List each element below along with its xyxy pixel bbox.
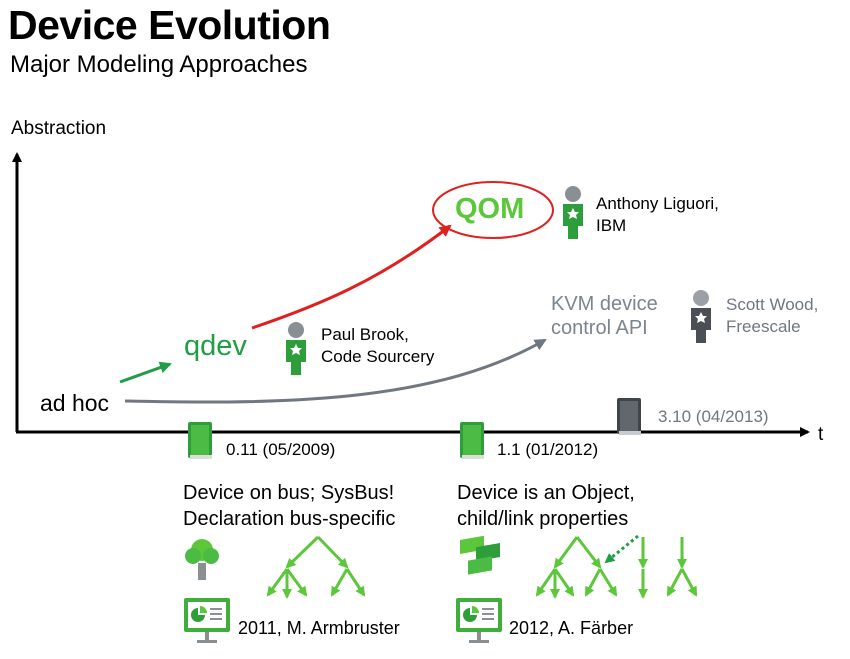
- tree-icon: [185, 539, 219, 580]
- objects-icon: [460, 535, 500, 575]
- node-kvm-line1: KVM device: [551, 293, 658, 315]
- qdev-feature-line2: Declaration bus-specific: [183, 508, 396, 530]
- node-qom: QOM: [455, 193, 525, 225]
- release-label-3-10: 3.10 (04/2013): [658, 407, 769, 426]
- person-icon-wood: [691, 290, 711, 343]
- page-title: Device Evolution: [8, 2, 331, 48]
- credit-qdev: 2011, M. Armbruster: [238, 618, 400, 638]
- qdev-hierarchy-arrows: [266, 535, 366, 599]
- arrow-adhoc-to-kvm: [124, 338, 547, 404]
- book-icon-release-0-11: [188, 422, 212, 459]
- node-kvm-device-api: KVM device control API: [551, 292, 658, 340]
- link-property-arrow: [604, 534, 639, 564]
- x-axis-label: t: [818, 424, 824, 445]
- qom-feature-line2: child/link properties: [457, 508, 629, 530]
- person-icon-liguori: [563, 186, 583, 239]
- person-liguori: Anthony Liguori, IBM: [596, 193, 719, 237]
- qdev-features: Device on bus; SysBus! Declaration bus-s…: [183, 480, 395, 532]
- qom-hierarchy-arrows: [535, 536, 698, 599]
- presentation-icon-qom: [456, 598, 502, 643]
- person-icon-brook: [286, 322, 306, 375]
- release-label-0-11: 0.11 (05/2009): [226, 440, 336, 459]
- person-liguori-name: Anthony Liguori,: [596, 194, 719, 213]
- release-label-1-1: 1.1 (01/2012): [497, 440, 599, 459]
- person-wood: Scott Wood, Freescale: [726, 294, 818, 338]
- arrow-qdev-to-qom: [251, 224, 452, 330]
- person-brook-name: Paul Brook,: [321, 325, 409, 344]
- page-subtitle: Major Modeling Approaches: [10, 51, 308, 78]
- y-axis-label: Abstraction: [11, 118, 107, 139]
- qom-highlight-ellipse: [432, 181, 554, 239]
- qdev-feature-line1: Device on bus; SysBus!: [183, 482, 395, 504]
- node-kvm-line2: control API: [551, 317, 648, 339]
- arrow-adhoc-to-qdev: [119, 361, 172, 384]
- person-wood-org: Freescale: [726, 317, 801, 336]
- person-brook: Paul Brook, Code Sourcery: [321, 324, 434, 368]
- person-brook-org: Code Sourcery: [321, 347, 435, 366]
- person-wood-name: Scott Wood,: [726, 295, 819, 314]
- node-adhoc: ad hoc: [40, 390, 110, 416]
- book-icon-release-3-10: [617, 398, 641, 435]
- qom-feature-line1: Device is an Object,: [457, 482, 635, 504]
- person-liguori-org: IBM: [596, 216, 627, 235]
- node-qdev: qdev: [184, 330, 247, 362]
- qom-features: Device is an Object, child/link properti…: [457, 480, 635, 532]
- credit-qom: 2012, A. Färber: [509, 618, 634, 638]
- book-icon-release-1-1: [460, 422, 484, 459]
- presentation-icon-qdev: [184, 598, 230, 643]
